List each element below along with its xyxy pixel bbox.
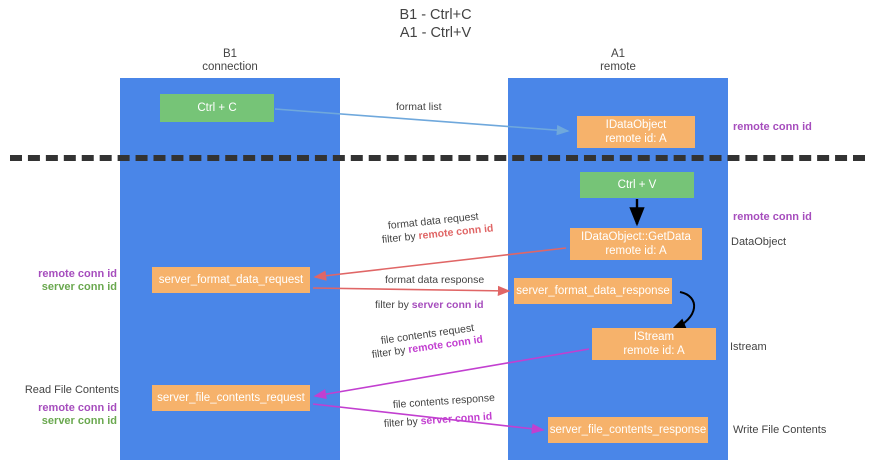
node-sfdreq-label: server_format_data_request	[158, 274, 304, 286]
edge-label-format-list: format list	[396, 101, 442, 113]
node-idataobject-line1: IDataObject	[605, 119, 667, 131]
edge-file-contents-response	[312, 403, 545, 434]
annotation-left-server-conn-id: server conn id	[41, 281, 117, 293]
title-line-2: A1 - Ctrl+V	[399, 25, 472, 41]
edge-file-contents-request	[313, 348, 590, 400]
annotation-remote-conn-id-mid: remote conn id	[733, 211, 812, 223]
annotation-left-conn-ids-top: remote conn id server conn id	[22, 268, 117, 294]
node-sfdresp-label: server_format_data_response	[516, 285, 670, 297]
node-idataobject-line2: remote id: A	[605, 133, 667, 145]
node-sfcreq-label: server_file_contents_request	[157, 392, 305, 404]
filter-prefix: filter by	[381, 230, 420, 246]
edge-format-data-request	[313, 247, 567, 281]
edge-label-format-data-response: format data response	[385, 274, 485, 286]
edge-response-to-istream	[670, 291, 696, 331]
annotation-dataobject: DataObject	[731, 236, 787, 248]
edge-label-format-data-response-filter: filter by server conn id	[375, 299, 484, 312]
node-ctrl-c-label: Ctrl + C	[197, 102, 237, 114]
node-idataobject[interactable]: IDataObject remote id: A	[577, 116, 695, 148]
edge-format-list	[274, 108, 570, 136]
annotation-left-remote-conn-id-2: remote conn id	[38, 402, 117, 414]
annotation-left-conn-ids-bottom: remote conn id server conn id	[22, 402, 117, 428]
edge-format-data-response	[312, 285, 511, 296]
annotation-remote-conn-id-top: remote conn id	[733, 121, 812, 133]
node-server-file-contents-response[interactable]: server_file_contents_response	[548, 417, 708, 443]
lane-header-a1-name: A1	[610, 48, 626, 60]
node-istream-line1: IStream	[633, 331, 675, 343]
lane-header-b1-sub: connection	[202, 61, 258, 73]
node-istream-line2: remote id: A	[623, 345, 685, 357]
lane-header-a1: A1 remote	[508, 48, 728, 74]
node-sfcresp-label: server_file_contents_response	[549, 424, 707, 436]
diagram-title: B1 - Ctrl+C A1 - Ctrl+V	[0, 6, 871, 42]
filter-prefix: filter by	[375, 299, 412, 311]
lane-header-b1-name: B1	[222, 48, 238, 60]
node-idataobject-getdata[interactable]: IDataObject::GetData remote id: A	[570, 228, 702, 260]
annotation-left-remote-conn-id: remote conn id	[38, 268, 117, 280]
node-istream[interactable]: IStream remote id: A	[592, 328, 716, 360]
node-getdata-line2: remote id: A	[605, 245, 667, 257]
node-server-format-data-response[interactable]: server_format_data_response	[514, 278, 672, 304]
title-line-1: B1 - Ctrl+C	[399, 7, 472, 23]
node-ctrl-v-label: Ctrl + V	[617, 179, 657, 191]
phase-divider	[10, 155, 865, 161]
lane-header-b1: B1 connection	[120, 48, 340, 74]
node-ctrl-v[interactable]: Ctrl + V	[580, 172, 694, 198]
node-server-file-contents-request[interactable]: server_file_contents_request	[152, 385, 310, 411]
annotation-read-file-contents: Read File Contents	[24, 384, 119, 396]
annotation-istream: Istream	[730, 341, 767, 353]
lane-header-a1-sub: remote	[600, 61, 636, 73]
filter-key: server conn id	[411, 299, 484, 311]
annotation-write-file-contents: Write File Contents	[733, 424, 827, 436]
filter-prefix: filter by	[383, 415, 422, 430]
annotation-left-server-conn-id-2: server conn id	[41, 415, 117, 427]
node-getdata-line1: IDataObject::GetData	[581, 231, 691, 243]
node-ctrl-c[interactable]: Ctrl + C	[160, 94, 274, 122]
node-server-format-data-request[interactable]: server_format_data_request	[152, 267, 310, 293]
